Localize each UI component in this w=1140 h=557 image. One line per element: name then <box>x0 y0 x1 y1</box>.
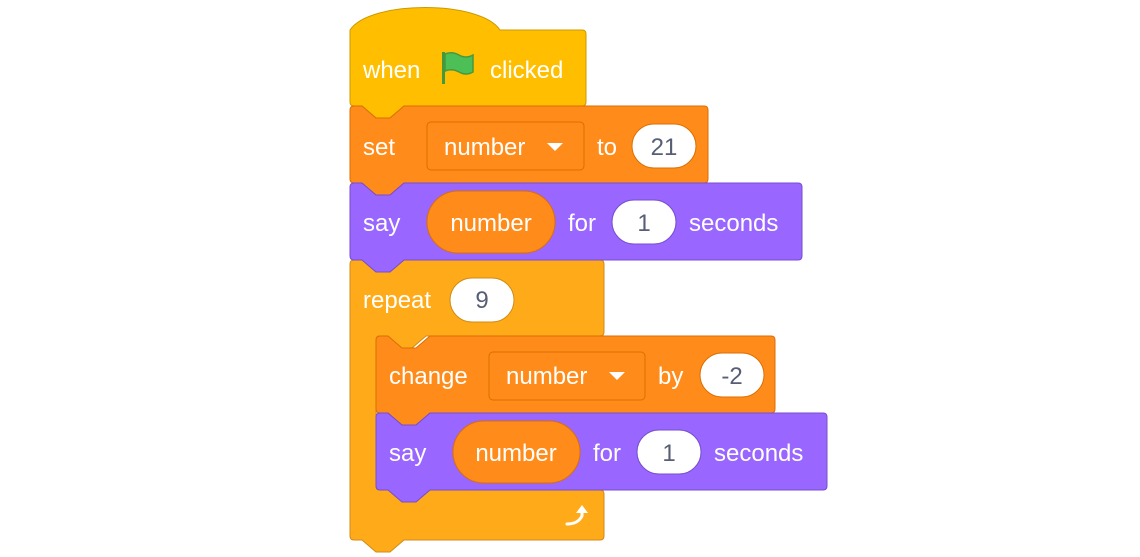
number-reporter[interactable]: number <box>452 420 581 484</box>
set-variable-dropdown[interactable]: number <box>426 121 585 171</box>
repeat-times-value: 9 <box>475 287 488 314</box>
repeat-label: repeat <box>363 287 431 314</box>
when-flag-clicked-block[interactable]: when clicked <box>349 7 587 119</box>
set-variable-name: number <box>444 134 525 161</box>
seconds-label: seconds <box>714 440 803 467</box>
for-label: for <box>593 440 621 467</box>
green-flag-icon <box>442 51 474 84</box>
duration-value: 1 <box>637 210 650 237</box>
chevron-down-icon <box>609 372 625 380</box>
change-value: -2 <box>721 363 742 390</box>
chevron-down-icon <box>547 143 563 151</box>
change-variable-dropdown[interactable]: number <box>488 351 646 401</box>
for-label: for <box>568 210 596 237</box>
clicked-label: clicked <box>490 57 563 84</box>
by-label: by <box>658 363 683 390</box>
set-label: set <box>363 134 395 161</box>
duration-input[interactable]: 1 <box>611 199 677 245</box>
duration-value: 1 <box>662 440 675 467</box>
say-for-seconds-block[interactable]: say number for 1 seconds <box>349 182 803 273</box>
seconds-label: seconds <box>689 210 778 237</box>
when-label: when <box>362 57 420 84</box>
change-label: change <box>389 363 468 390</box>
to-label: to <box>597 134 617 161</box>
change-variable-name: number <box>506 363 587 390</box>
say-label: say <box>389 440 426 467</box>
set-value-input[interactable]: 21 <box>631 123 697 169</box>
reporter-label: number <box>450 210 531 237</box>
say-for-seconds-block-2[interactable]: say number for 1 seconds <box>375 412 828 503</box>
loop-arrow-icon <box>565 505 588 526</box>
duration-input[interactable]: 1 <box>636 429 702 475</box>
set-variable-block[interactable]: set number to 21 <box>349 105 709 196</box>
set-value: 21 <box>651 134 678 161</box>
say-label: say <box>363 210 400 237</box>
change-value-input[interactable]: -2 <box>699 352 765 398</box>
repeat-times-input[interactable]: 9 <box>449 277 515 323</box>
number-reporter[interactable]: number <box>426 190 556 254</box>
reporter-label: number <box>475 440 556 467</box>
change-variable-block[interactable]: change number by -2 <box>375 335 776 426</box>
